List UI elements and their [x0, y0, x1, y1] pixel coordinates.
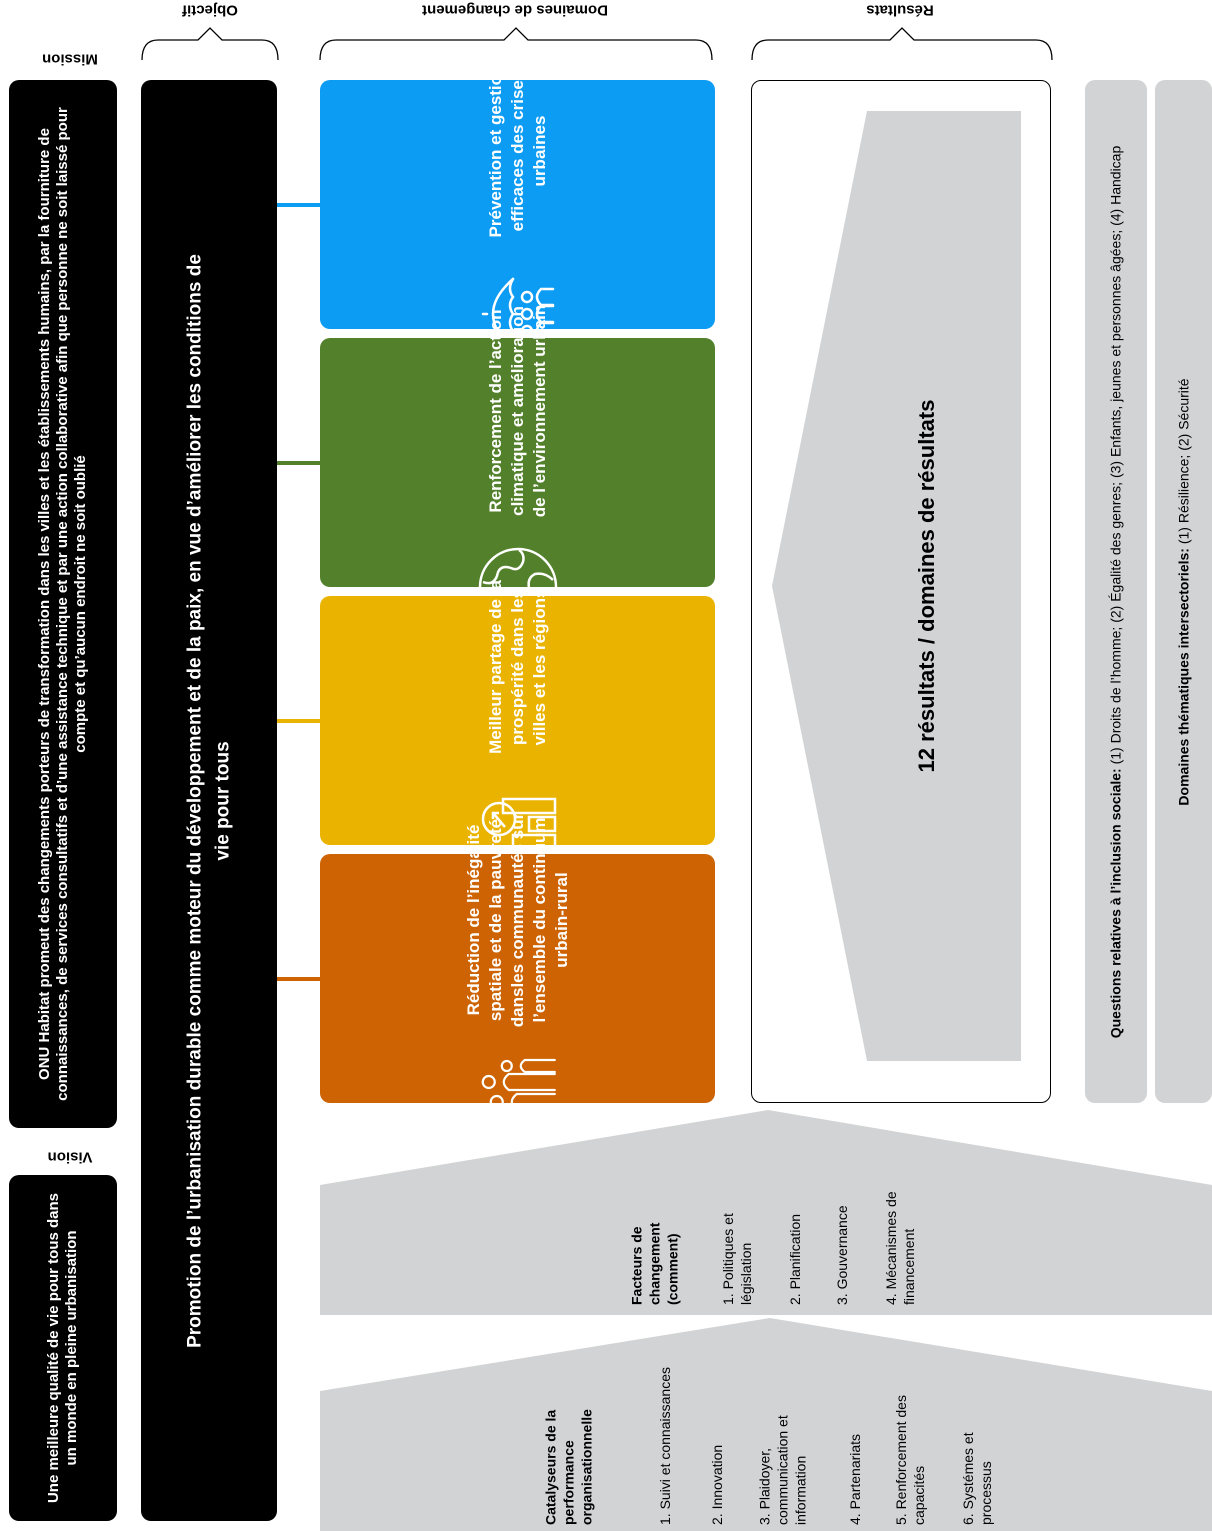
thematic-areas-bar: Domaines thématiques intersectoriels: (1… — [1155, 80, 1212, 1103]
catalysts-item-2-box: 2. Innovation — [702, 1360, 732, 1530]
catalysts-item-1-box: 1. Suivi et connaissances — [640, 1360, 690, 1530]
domain-card-climate: Renforcement de l’action climatique et a… — [320, 304, 715, 626]
catalysts-item-6-box: 6. Systémes et processus — [952, 1360, 1002, 1530]
brace-results — [751, 27, 1053, 61]
domain-card-inequality: Réduction de l’inégalité spatiale et de … — [320, 812, 715, 1153]
header-domains: Domaines de changement — [422, 1, 608, 19]
drivers-item: 4. Mécanismes de financement — [882, 1191, 917, 1305]
drivers-item: 2. Planification — [786, 1213, 803, 1305]
drivers-title-box: Facteurs de changement (comment) — [620, 1170, 690, 1310]
connector-prevention — [277, 203, 320, 207]
connector-prosperity — [277, 719, 320, 723]
catalysts-item: 3. Plaidoyer, communication et informati… — [756, 1415, 810, 1525]
domain-card-prevention: Prévention et gestion efficaces des cris… — [320, 64, 715, 350]
catalysts-item-4-box: 4. Partenariats — [840, 1360, 870, 1530]
domain-label-climate: Renforcement de l’action climatique et a… — [485, 304, 549, 517]
drivers-item: 1. Politiques et législation — [719, 1213, 754, 1305]
results-label: 12 résultats / domaines de résultats — [914, 399, 939, 773]
domain-label-prosperity: Meilleur partage de la prospérité dans l… — [485, 579, 549, 754]
mission-box: ONU Habitat promeut des changements port… — [9, 80, 117, 1128]
catalysts-item: 1. Suivi et connaissances — [656, 1367, 673, 1525]
catalysts-item: 2. Innovation — [708, 1444, 725, 1525]
catalysts-arrow-shape — [320, 1318, 1212, 1531]
drivers-item-1-box: 1. Politiques et législation — [712, 1170, 762, 1310]
drivers-item-3-box: 3. Gouvernance — [827, 1170, 857, 1310]
brace-domains — [319, 27, 713, 61]
catalysts-title: Catalyseurs de la performance organisati… — [542, 1409, 596, 1525]
header-mission: Mission — [42, 50, 98, 68]
connector-climate — [277, 461, 320, 465]
header-results: Résultats — [866, 1, 934, 19]
social-inclusion-text: (1) Droits de l’homme; (2) Égalité des g… — [1107, 145, 1124, 764]
results-panel: 12 résultats / domaines de résultats — [751, 80, 1051, 1103]
social-inclusion-title: Questions relatives à l’inclusion social… — [1107, 767, 1124, 1038]
mission-text: ONU Habitat promeut des changements port… — [36, 107, 89, 1101]
drivers-item: 3. Gouvernance — [833, 1205, 850, 1305]
bar-chart-growth-icon — [481, 797, 556, 868]
social-inclusion-bar: Questions relatives à l’inclusion social… — [1085, 80, 1147, 1103]
community-people-icon — [479, 1058, 556, 1153]
drivers-item-4-box: 4. Mécanismes de financement — [875, 1170, 925, 1310]
drivers-title: Facteurs de changement (comment) — [628, 1222, 682, 1305]
objective-box: Promotion de l’urbanisation durable comm… — [141, 80, 277, 1521]
brace-objective — [141, 27, 279, 61]
header-objective: Objectif — [182, 1, 238, 19]
drivers-arrow-shape — [320, 1110, 1212, 1315]
domain-label-prevention: Prévention et gestion efficaces des cris… — [485, 64, 549, 237]
catalysts-item: 5. Renforcement des capacités — [892, 1395, 927, 1525]
drivers-item-2-box: 2. Planification — [780, 1170, 810, 1310]
header-vision: Vision — [47, 1148, 93, 1166]
catalysts-item: 4. Partenariats — [846, 1433, 863, 1525]
catalysts-item-3-box: 3. Plaidoyer, communication et informati… — [748, 1360, 818, 1530]
catalysts-item: 6. Systémes et processus — [959, 1432, 994, 1525]
catalysts-item-5-box: 5. Renforcement des capacités — [885, 1360, 935, 1530]
domain-card-prosperity: Meilleur partage de la prospérité dans l… — [320, 580, 715, 868]
catalysts-title-box: Catalyseurs de la performance organisati… — [530, 1360, 608, 1530]
objective-text: Promotion de l’urbanisation durable comm… — [184, 253, 233, 1348]
vision-text: Une meilleure qualité de vie pour tous d… — [45, 1192, 80, 1504]
domain-label-inequality: Réduction de l’inégalité spatiale et de … — [463, 812, 571, 1027]
thematic-title: Domaines thématiques intersectoriels: — [1175, 547, 1192, 806]
vision-box: Une meilleure qualité de vie pour tous d… — [9, 1175, 117, 1521]
connector-inequality — [277, 977, 320, 981]
thematic-text: (1) Résilience; (2) Sécurité — [1175, 377, 1192, 544]
results-arrow-shape — [772, 111, 1021, 1061]
